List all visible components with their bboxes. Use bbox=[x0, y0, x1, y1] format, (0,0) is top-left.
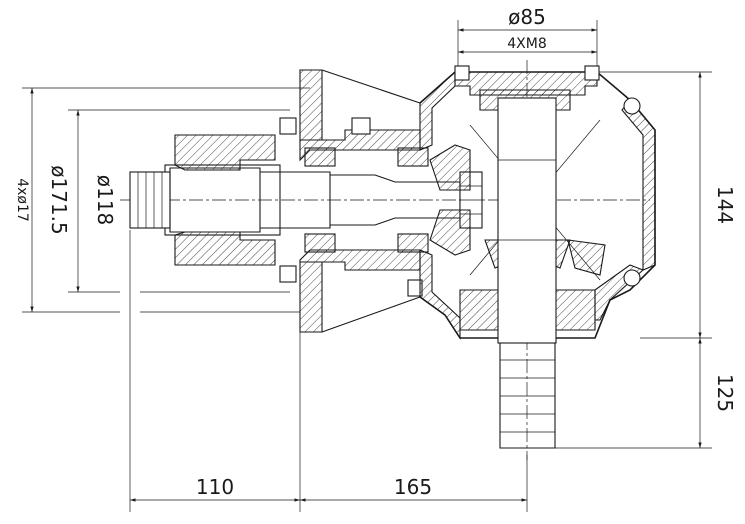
outer-diameter-label: ø171.5 bbox=[47, 165, 71, 235]
inner-diameter-label: ø118 bbox=[93, 175, 117, 225]
right-height-label: 144 bbox=[713, 186, 737, 224]
top-diameter-label: ø85 bbox=[508, 5, 546, 29]
input-housing bbox=[164, 134, 281, 266]
main-housing bbox=[299, 117, 429, 297]
dimension-labels: ø85 4XM8 144 125 ø171.5 4xø17 ø118 110 1… bbox=[14, 5, 737, 499]
bolt-holes-label: 4xø17 bbox=[14, 178, 30, 222]
output-shaft bbox=[497, 97, 557, 449]
gearbox-casing bbox=[419, 65, 656, 340]
top-thread-label: 4XM8 bbox=[507, 36, 546, 52]
bottom-right-label: 165 bbox=[394, 475, 432, 499]
lower-height-label: 125 bbox=[713, 374, 737, 412]
bottom-left-label: 110 bbox=[196, 475, 234, 499]
mounting-flange bbox=[279, 69, 421, 333]
center-lines bbox=[120, 60, 650, 460]
dimension-lines bbox=[22, 20, 712, 512]
